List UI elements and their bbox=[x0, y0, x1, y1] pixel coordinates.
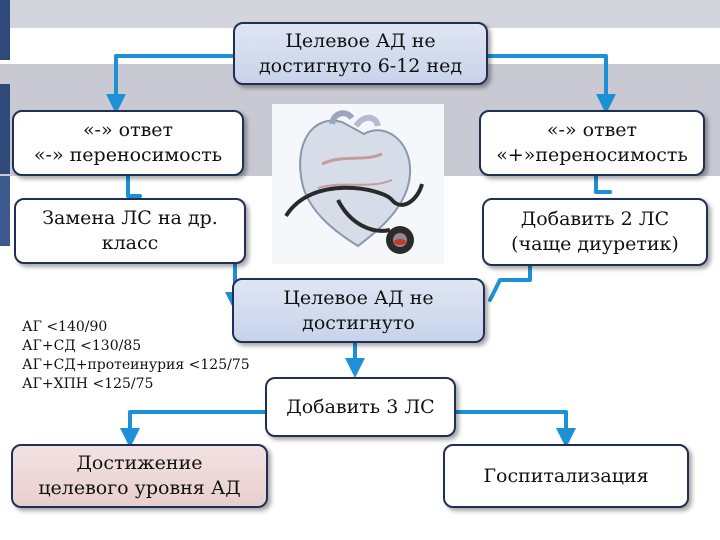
edge-accent-lower bbox=[0, 176, 10, 246]
node-left-action: Замена ЛС на др. класс bbox=[14, 198, 246, 264]
arrow-start-to-right bbox=[486, 54, 616, 114]
heart-icon bbox=[284, 110, 424, 254]
node-middle-line2: достигнуто bbox=[302, 311, 415, 334]
node-left-case: «-» ответ «-» переносимость bbox=[12, 110, 244, 176]
arrow-right-action-to-middle bbox=[488, 264, 532, 302]
node-left-case-line2: «-» переносимость bbox=[33, 144, 223, 166]
node-right-case-line1: «-» ответ bbox=[546, 119, 638, 142]
node-goal-line1: Достижение bbox=[76, 452, 203, 475]
arrow-right-case-to-action bbox=[594, 174, 612, 194]
node-start-line1: Целевое АД не bbox=[285, 29, 436, 52]
criteria-item: АГ+ХПН <125/75 bbox=[22, 376, 154, 393]
node-middle-line1: Целевое АД не bbox=[283, 286, 434, 309]
criteria-item: АГ+СД+протеинурия <125/75 bbox=[22, 357, 250, 374]
target-criteria-list: АГ <140/90 АГ+СД <130/85 АГ+СД+протеинур… bbox=[22, 318, 250, 394]
node-add-three-label: Добавить 3 ЛС bbox=[286, 395, 435, 418]
node-hospital: Госпитализация bbox=[443, 444, 689, 508]
arrow-add-three-to-hospital bbox=[454, 410, 576, 448]
node-left-case-line1: «-» ответ bbox=[82, 119, 174, 142]
node-right-action-line2: (чаще диуретик) bbox=[511, 233, 679, 255]
node-hospital-label: Госпитализация bbox=[483, 464, 649, 487]
edge-accent-middle bbox=[0, 84, 10, 174]
node-right-action: Добавить 2 ЛС (чаще диуретик) bbox=[482, 198, 708, 266]
node-start-line2: достигнуто 6-12 нед bbox=[258, 54, 463, 77]
heart-stethoscope-illustration bbox=[272, 104, 444, 264]
node-goal-line2: целевого уровня АД bbox=[38, 477, 241, 499]
node-right-case: «-» ответ «+»переносимость bbox=[479, 110, 705, 176]
node-left-action-line2: класс bbox=[101, 232, 159, 254]
node-right-action-line1: Добавить 2 ЛС bbox=[520, 208, 670, 231]
criteria-item: АГ+СД <130/85 bbox=[22, 338, 142, 355]
node-goal: Достижение целевого уровня АД bbox=[11, 444, 268, 508]
arrow-add-three-to-goal bbox=[120, 410, 267, 448]
node-start: Целевое АД не достигнуто 6-12 нед bbox=[233, 22, 488, 85]
arrow-left-case-to-action bbox=[126, 174, 142, 198]
node-right-case-line2: «+»переносимость bbox=[496, 144, 688, 166]
node-middle: Целевое АД не достигнуто bbox=[232, 278, 485, 343]
node-add-three: Добавить 3 ЛС bbox=[265, 377, 456, 437]
criteria-item: АГ <140/90 bbox=[22, 319, 108, 335]
arrow-start-to-left bbox=[106, 54, 235, 114]
arrow-left-action-to-middle bbox=[158, 260, 245, 312]
edge-accent-top bbox=[0, 0, 10, 60]
node-left-action-line1: Замена ЛС на др. bbox=[42, 207, 218, 230]
